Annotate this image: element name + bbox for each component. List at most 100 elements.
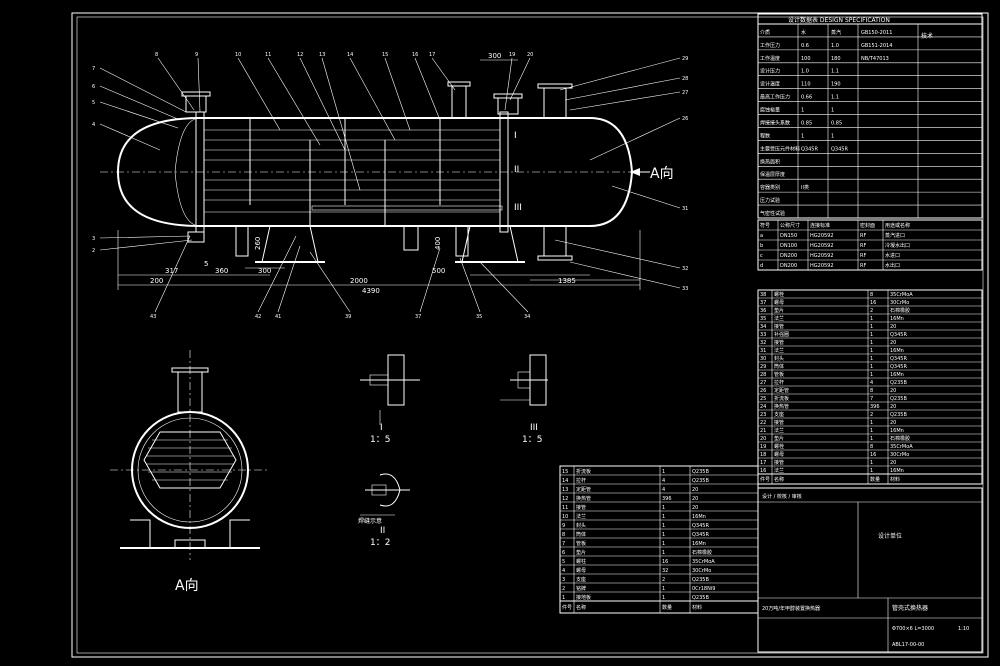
spec-row-remark: GB150-2011 <box>861 30 892 36</box>
bom-right-cell: 28 <box>760 372 766 378</box>
balloon-number: 7 <box>92 66 95 72</box>
spec-row-value2: 1 <box>831 133 834 139</box>
bom-right-cell: 20 <box>890 460 896 466</box>
balloon-number: 32 <box>682 266 688 272</box>
bom-right-cell: 螺母 <box>774 451 784 458</box>
bom-left-header: 材料 <box>692 604 702 611</box>
balloon-number: 28 <box>682 76 688 82</box>
bom-left-cell: 1 <box>662 469 665 475</box>
drawing-inner-border <box>76 16 984 654</box>
spec-row-value2: 蒸汽 <box>831 29 841 36</box>
balloon-number: 9 <box>195 52 198 58</box>
nozzle-header: 符号 <box>760 222 770 229</box>
bom-left-cell: 11 <box>562 505 568 511</box>
bom-right-cell: 21 <box>760 428 766 434</box>
bom-right-cell: 封头 <box>774 355 784 362</box>
spec-row-value: 110 <box>801 82 811 88</box>
bom-right-cell: Q235B <box>890 412 907 418</box>
bom-left-cell: 35CrMoA <box>692 559 715 565</box>
bom-left-cell: 10 <box>562 514 568 520</box>
label-a-direction: A向 <box>650 166 674 182</box>
bom-left-cell: Q345R <box>692 532 709 538</box>
bom-right-cell: 接管 <box>774 339 784 346</box>
nozzle-cell: RF <box>860 263 866 269</box>
bom-left-cell: 接管 <box>576 504 586 511</box>
nozzle-header: 用途或名称 <box>885 222 910 229</box>
spec-row-remark: GB151-2014 <box>861 43 892 49</box>
bom-left-cell: 30CrMo <box>692 568 711 574</box>
balloon-number: 15 <box>382 52 388 58</box>
bom-left-cell: 9 <box>562 523 565 529</box>
bom-left-cell: 20 <box>692 505 698 511</box>
dim-300-top: 300 <box>488 52 501 60</box>
nozzle-header: 连接标准 <box>810 222 830 229</box>
bom-left-cell: 20 <box>692 487 698 493</box>
spec-row-value: 1 <box>801 133 804 139</box>
nozzle-cell: 水出口 <box>885 262 900 269</box>
bom-left-cell: 1 <box>662 586 665 592</box>
bom-right-cell: 20 <box>890 324 896 330</box>
balloon-number: 34 <box>524 314 530 320</box>
bom-right-cell: 1 <box>870 332 873 338</box>
bom-left-cell: 16Mn <box>692 541 706 547</box>
bom-left-cell: 法兰 <box>576 513 586 520</box>
spec-row-value: 100 <box>801 56 811 62</box>
dim-300: 300 <box>258 267 271 275</box>
detail-II-label: II <box>380 526 385 536</box>
bom-right-cell: 29 <box>760 364 766 370</box>
nozzle-cell: DN200 <box>780 253 797 259</box>
bom-right-cell: 30CrMo <box>890 452 909 458</box>
bom-left-header: 名称 <box>576 604 586 611</box>
balloon-number: 10 <box>235 52 241 58</box>
bom-right-cell: Q345R <box>890 364 907 370</box>
bom-left-cell: 石棉橡胶 <box>692 549 712 556</box>
bom-left-cell: 1 <box>662 505 665 511</box>
bom-left-cell: 1 <box>662 550 665 556</box>
balloon-number: 41 <box>275 314 281 320</box>
balloon-number: 8 <box>155 52 158 58</box>
bom-right-cell: 4 <box>870 380 873 386</box>
bom-right-cell: 20 <box>890 340 896 346</box>
nozzle-cell: RF <box>860 243 866 249</box>
spec-row-value: 1 <box>801 108 804 114</box>
bom-right-cell: 8 <box>870 292 873 298</box>
bom-left-cell: 15 <box>562 469 568 475</box>
nozzle-cell: c <box>760 253 763 259</box>
bom-right-cell: 20 <box>760 436 766 442</box>
bom-left-cell: 16 <box>662 559 668 565</box>
bom-right-cell: 26 <box>760 388 766 394</box>
bom-left-cell: 5 <box>562 559 565 565</box>
bom-left-cell: 支座 <box>576 576 586 583</box>
bom-right-cell: 23 <box>760 412 766 418</box>
bom-right-cell: Q345R <box>890 356 907 362</box>
bom-right-cell: 垫片 <box>774 435 784 442</box>
bom-right-cell: 法兰 <box>774 427 784 434</box>
bom-left-cell: 12 <box>562 496 568 502</box>
bom-left-header: 件号 <box>562 604 572 611</box>
balloon-number: 16 <box>412 52 418 58</box>
bom-left-cell: 0Cr18Ni9 <box>692 586 715 592</box>
bom-right-cell: 33 <box>760 332 766 338</box>
bom-right-cell: 34 <box>760 324 766 330</box>
title-block-signatures: 设计 / 校核 / 审核 <box>762 493 802 500</box>
bom-right-cell: 16 <box>870 300 876 306</box>
dim-2000: 2000 <box>350 277 368 285</box>
detail-I-scale: 1：5 <box>370 435 390 445</box>
bom-left-cell: 垫片 <box>576 549 586 556</box>
bom-left-cell: 封头 <box>576 522 586 529</box>
bom-right-cell: 35 <box>760 316 766 322</box>
spec-row-label: 焊接接头系数 <box>760 119 790 126</box>
detail-II-scale: 1：2 <box>370 538 390 548</box>
nozzle-cell: HG20592 <box>810 263 834 269</box>
spec-row-label: 设计温度 <box>760 81 780 88</box>
balloon-number: 6 <box>92 84 95 90</box>
bom-left-cell: 1 <box>662 532 665 538</box>
bom-left-cell: 定距管 <box>576 486 591 493</box>
bom-left-cell: 1 <box>562 595 565 601</box>
title-block-scale: 1:10 <box>958 626 969 632</box>
bom-right-cell: 石棉橡胶 <box>890 435 910 442</box>
spec-row-label: 压力试验 <box>760 197 780 204</box>
balloon-number: 20 <box>527 52 533 58</box>
spec-row-value: 1.0 <box>801 69 809 75</box>
